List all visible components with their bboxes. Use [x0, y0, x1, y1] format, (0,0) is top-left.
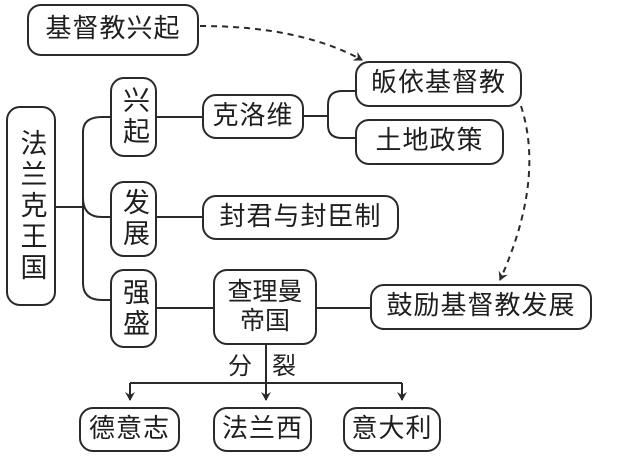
node-christianity-rise: 基督教兴起 [27, 4, 199, 56]
edge-kingdom-branch [82, 116, 103, 301]
node-frankish-kingdom: 法兰克王国 [6, 106, 56, 306]
node-vassalage: 封君与封臣制 [202, 195, 399, 240]
node-stage-rise: 兴起 [110, 77, 157, 157]
node-land-policy: 土地政策 [355, 119, 504, 165]
node-italy: 意大利 [343, 407, 441, 452]
split-label-left: 分 [228, 352, 252, 380]
edge-dashed-convert-to-encourage [498, 105, 531, 281]
node-charlemagne-line1: 查理曼 [227, 277, 303, 307]
node-stage-strong: 强盛 [110, 269, 157, 348]
node-france: 法兰西 [213, 407, 312, 452]
node-germany: 德意志 [79, 407, 180, 452]
split-label-right: 裂 [272, 352, 296, 380]
node-stage-develop: 发展 [110, 181, 157, 257]
node-encourage-christianity: 鼓励基督教发展 [370, 284, 592, 330]
node-charlemagne-empire: 查理曼 帝国 [213, 269, 317, 345]
node-convert-christianity: 皈依基督教 [355, 61, 522, 107]
node-charlemagne-line2: 帝国 [239, 306, 290, 335]
edge-clovis-branch [327, 90, 356, 139]
node-clovis: 克洛维 [202, 94, 304, 139]
edge-kingdom-to-develop [82, 197, 110, 218]
edge-dashed-rise-to-convert [199, 25, 363, 61]
